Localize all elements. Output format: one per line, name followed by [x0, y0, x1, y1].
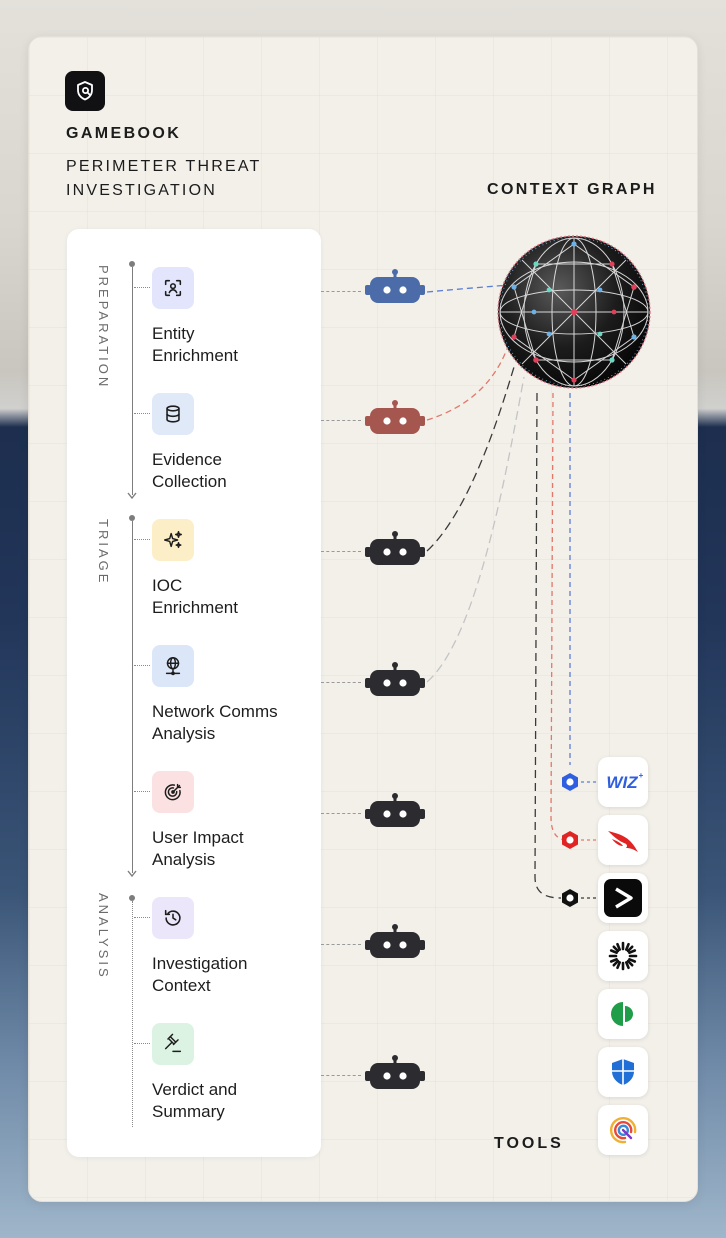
tool-wiz[interactable]: WIZ + — [598, 757, 648, 807]
step-label: Network Comms Analysis — [152, 702, 278, 743]
agent-robot-icon[interactable] — [363, 400, 427, 440]
step-entity-enrichment[interactable]: Entity Enrichment — [134, 267, 322, 367]
history-icon — [152, 897, 194, 939]
preparation-timeline — [132, 267, 133, 495]
database-icon — [152, 393, 194, 435]
step-network-comms-analysis[interactable]: Network Comms Analysis — [134, 645, 322, 745]
triage-timeline — [132, 521, 133, 873]
connection-wires — [426, 284, 598, 899]
step-evidence-collection[interactable]: Evidence Collection — [134, 393, 322, 493]
svg-text:+: + — [639, 771, 644, 780]
step-label: Entity Enrichment — [152, 324, 238, 365]
gamebook-card: GAMEBOOK PERIMETER THREAT INVESTIGATION … — [28, 36, 698, 1202]
shield-logo-icon — [612, 1059, 634, 1085]
svg-text:WIZ: WIZ — [606, 773, 638, 792]
context-graph-title: CONTEXT GRAPH — [487, 181, 657, 198]
agent-robot-icon[interactable] — [363, 531, 427, 571]
step-connector — [321, 420, 361, 421]
gamebook-steps-panel: PREPARATION TRIAGE ANALYSIS Entity Enric… — [67, 229, 321, 1157]
sparkles-icon — [152, 519, 194, 561]
step-label: User Impact Analysis — [152, 828, 244, 869]
hex-node-icon — [562, 831, 578, 849]
page-subtitle: PERIMETER THREAT INVESTIGATION — [66, 158, 262, 199]
step-connector — [321, 1075, 361, 1076]
step-user-impact-analysis[interactable]: User Impact Analysis — [134, 771, 322, 871]
phase-label-analysis: ANALYSIS — [96, 893, 111, 980]
target-icon — [152, 771, 194, 813]
hex-node-icon — [562, 773, 578, 791]
shield-search-icon[interactable] — [65, 71, 105, 111]
agent-robot-icon[interactable] — [363, 662, 427, 702]
analysis-timeline — [132, 901, 133, 1127]
agent-robot-icon[interactable] — [363, 924, 427, 964]
tool-rainbow[interactable] — [598, 1105, 648, 1155]
step-connector — [321, 682, 361, 683]
falcon-logo-icon — [608, 831, 638, 852]
step-investigation-context[interactable]: Investigation Context — [134, 897, 322, 997]
step-verdict-and-summary[interactable]: Verdict and Summary — [134, 1023, 322, 1123]
agent-robot-icon[interactable] — [363, 1055, 427, 1095]
tool-sentinel[interactable] — [598, 873, 648, 923]
step-connector — [321, 813, 361, 814]
sunburst-logo-icon — [608, 941, 638, 971]
arrow-down-icon — [127, 492, 137, 500]
tool-sunburst[interactable] — [598, 931, 648, 981]
green-c-logo-icon — [611, 1002, 633, 1026]
phase-label-triage: TRIAGE — [96, 519, 111, 586]
tool-green-c[interactable] — [598, 989, 648, 1039]
step-label: IOC Enrichment — [152, 576, 238, 617]
rainbow-logo-icon — [609, 1116, 637, 1144]
phase-start-dot — [129, 895, 135, 901]
context-graph-globe[interactable] — [494, 232, 654, 392]
tool-defender[interactable] — [598, 1047, 648, 1097]
step-connector — [321, 944, 361, 945]
wiz-logo-icon: WIZ + — [606, 771, 644, 792]
step-connector — [321, 551, 361, 552]
step-label: Investigation Context — [152, 954, 248, 995]
brand-title: GAMEBOOK — [66, 125, 182, 142]
agent-robot-icon[interactable] — [363, 793, 427, 833]
arrow-logo-icon — [604, 879, 642, 917]
arrow-down-icon — [127, 870, 137, 878]
phase-start-dot — [129, 515, 135, 521]
tools-title: TOOLS — [494, 1135, 564, 1152]
agent-robot-icon[interactable] — [363, 269, 427, 309]
step-ioc-enrichment[interactable]: IOC Enrichment — [134, 519, 322, 619]
globe-network-icon — [152, 645, 194, 687]
phase-start-dot — [129, 261, 135, 267]
step-label: Evidence Collection — [152, 450, 227, 491]
gavel-icon — [152, 1023, 194, 1065]
face-scan-icon — [152, 267, 194, 309]
hex-node-icon — [562, 889, 578, 907]
tool-crowdstrike[interactable] — [598, 815, 648, 865]
step-label: Verdict and Summary — [152, 1080, 238, 1121]
step-connector — [321, 291, 361, 292]
phase-label-preparation: PREPARATION — [96, 265, 111, 390]
